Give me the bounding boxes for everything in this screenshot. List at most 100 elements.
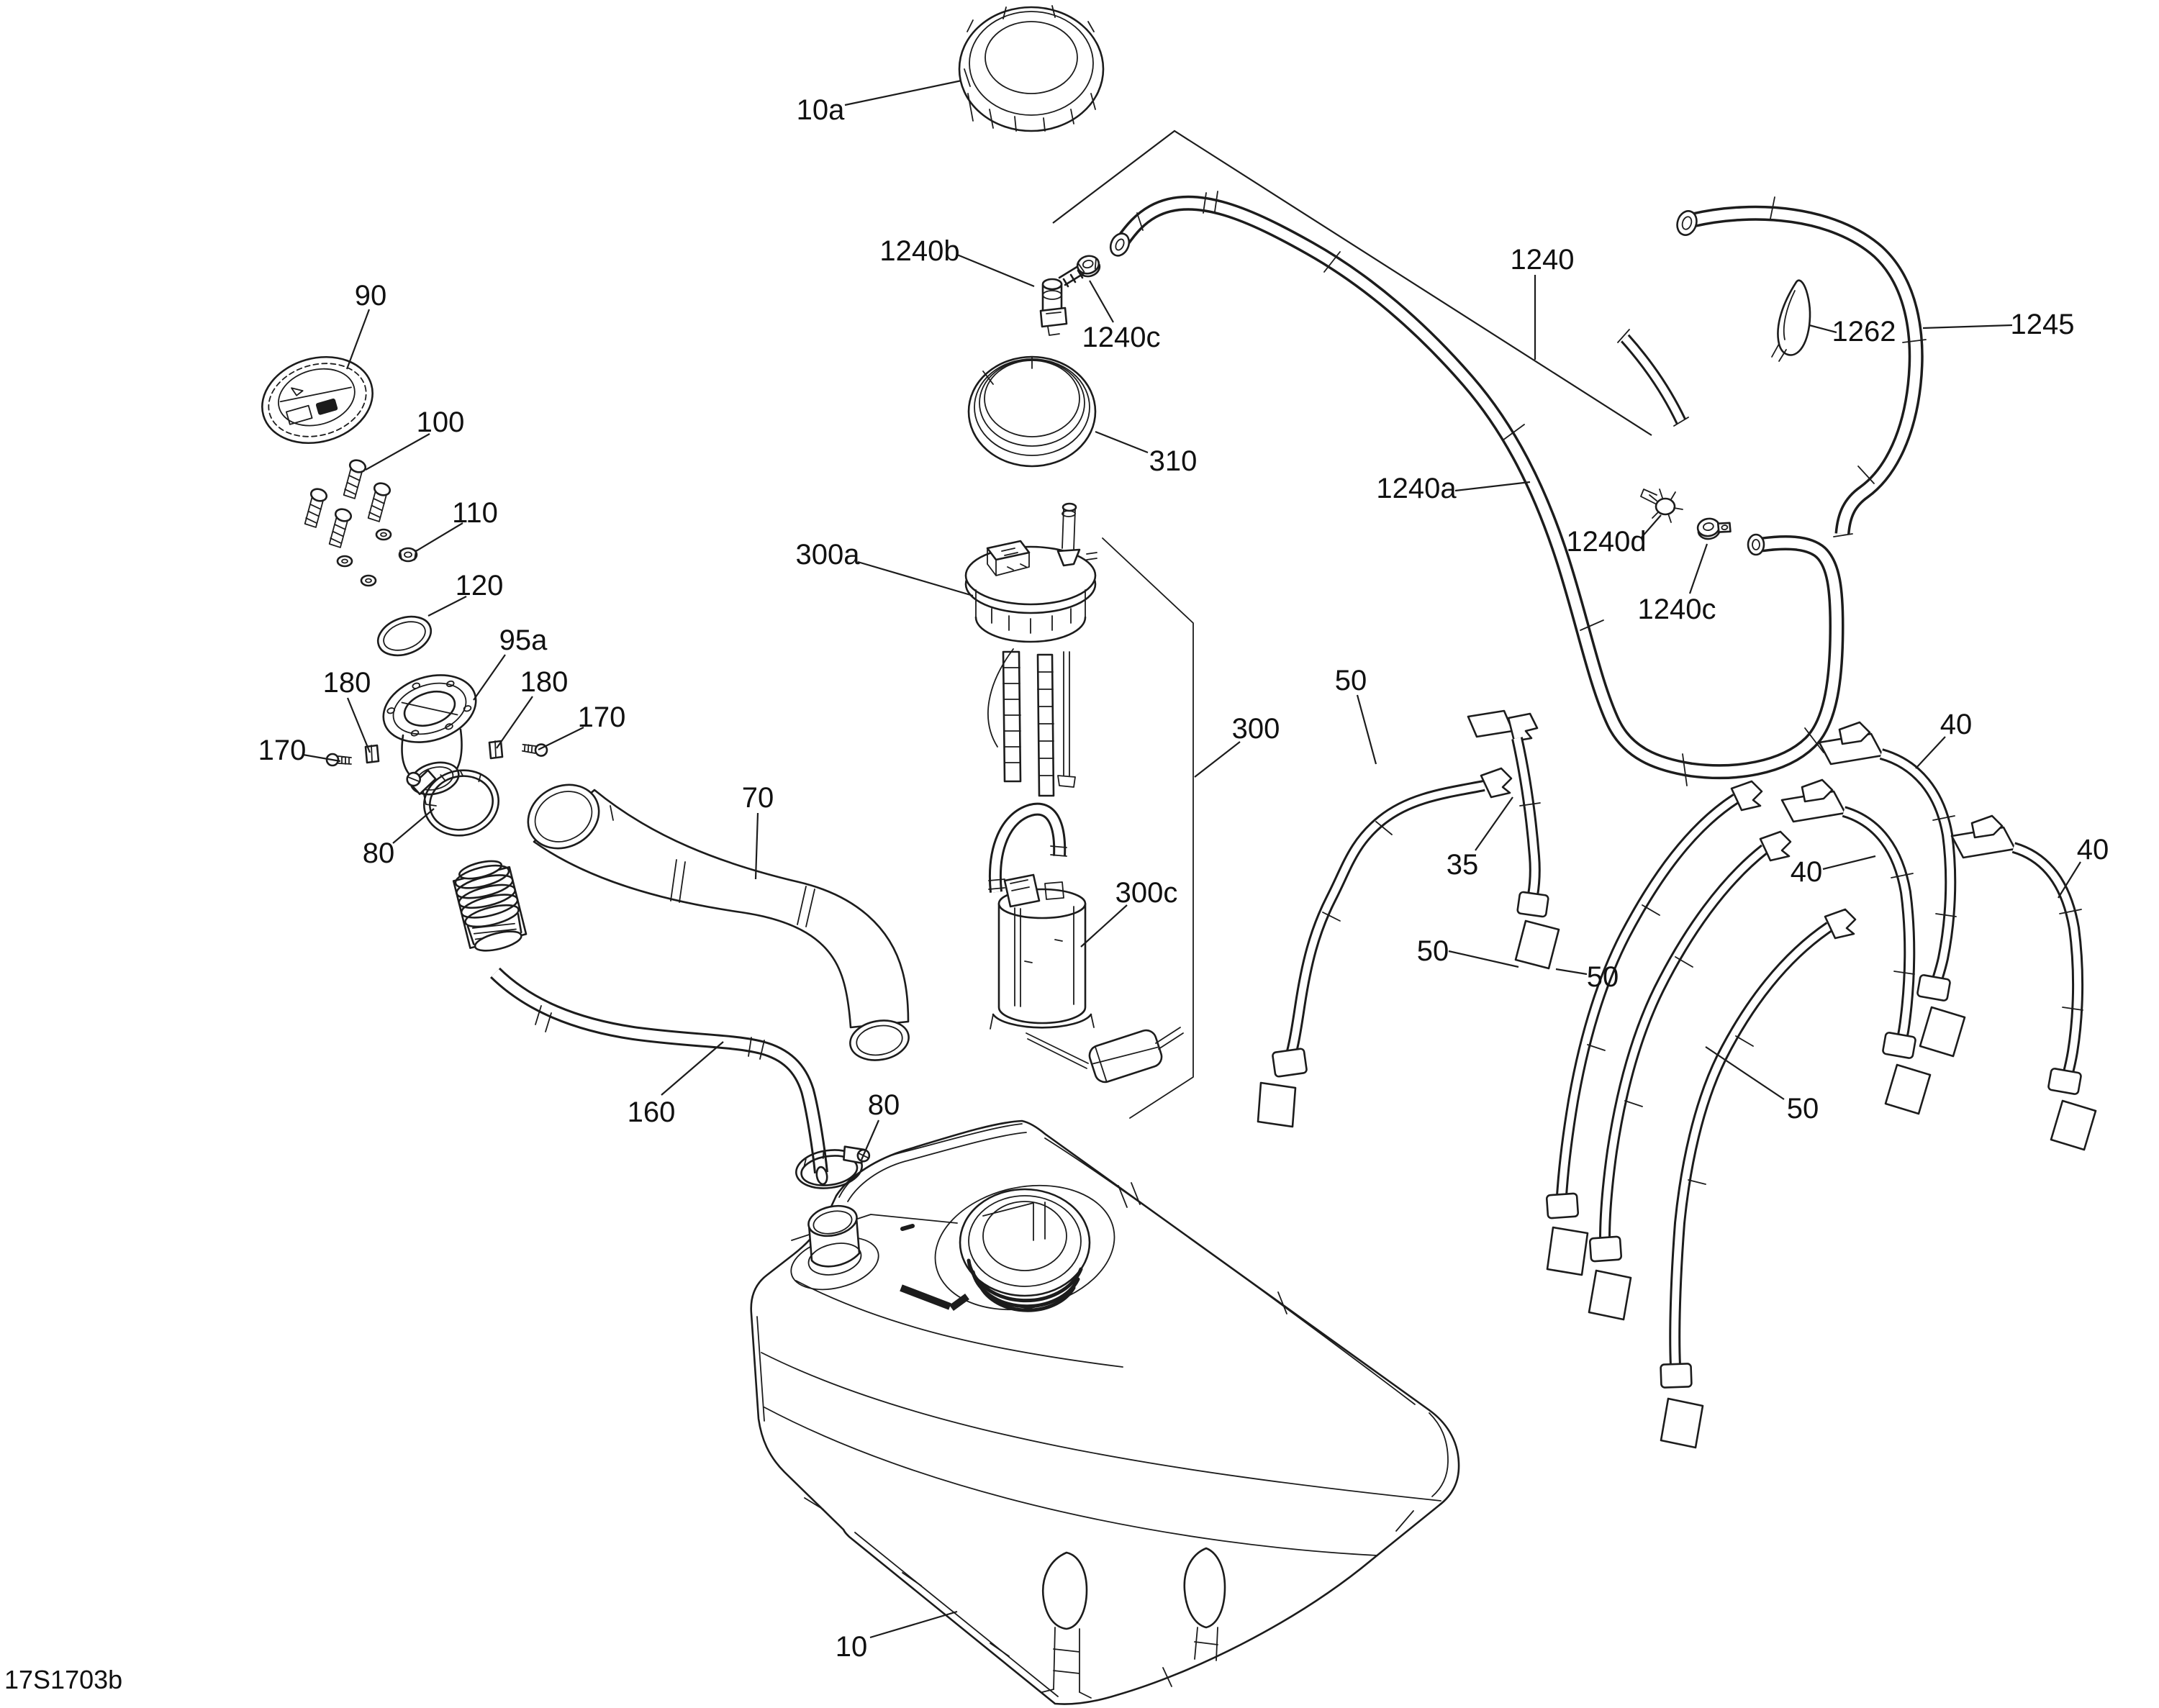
callout-leader [346,697,371,753]
callout-label-50: 50 [1417,935,1449,967]
callout-leader [1915,736,1946,769]
callout-label-100: 100 [417,406,465,438]
cap-gasket-drawing [376,615,433,657]
pump-top-plate-drawing [964,502,1097,643]
callout-label-1240c: 1240c [1082,322,1161,353]
callout-label-50: 50 [1335,665,1367,696]
callout-label-300a: 300a [796,539,861,571]
callout-label-95a: 95a [499,624,548,656]
callout-label-90: 90 [355,280,387,312]
pump-body-drawing [988,802,1184,1084]
callout-leader [661,1041,724,1096]
seal-ring-drawing [967,355,1097,468]
callout-leader [345,309,371,370]
fuel-cap-drawing [261,355,374,445]
callout-leader [1822,855,1876,871]
elbow-fitting-drawing [1039,265,1085,336]
hose-1245-drawing [1617,196,1927,537]
line-nut-bottom-drawing [1696,517,1732,540]
callout-label-170: 170 [578,701,626,733]
callout-label-1240a: 1240a [1376,473,1457,504]
line-nut-top-drawing [1076,255,1101,278]
callout-leader [1080,904,1128,948]
callout-leader [538,727,584,750]
filler-connector-drawing [452,860,528,952]
callout-label-80: 80 [363,837,395,869]
diagram-code: 17S1703b [4,1665,123,1694]
strap-50-mid-b-drawing [1588,830,1792,1321]
tank-strap-loop-right [1183,1547,1226,1661]
pump-bracket-line [1102,537,1194,1119]
strap-40-b-drawing [1780,778,1932,1115]
hose-clamp-upper-drawing [406,769,500,837]
fuel-line-drawing [1109,191,1845,786]
fuel-tank-drawing [750,1119,1460,1705]
callout-leader [869,1610,958,1639]
callout-label-80: 80 [868,1089,900,1121]
callout-label-160: 160 [628,1096,676,1128]
callout-label-180: 180 [520,666,569,698]
callout-leader [754,812,759,880]
flange-clips-drawing [364,740,504,764]
callout-label-10a: 10a [797,94,845,126]
callout-leader [956,253,1035,288]
tank-strap-loop-left [1041,1551,1092,1699]
callout-label-1245: 1245 [2011,309,2075,340]
callout-label-1240b: 1240b [879,235,959,267]
callout-leader [1448,950,1519,968]
flange-screws-drawing [325,743,548,767]
callout-label-50: 50 [1787,1093,1819,1125]
assembly-line-1240 [1052,130,1652,436]
callout-label-50: 50 [1587,961,1619,993]
vent-hose-drawing [490,967,828,1186]
strap-50-mid-a-drawing [1545,780,1763,1276]
tank-threaded-opening [959,1188,1091,1312]
strap-35-drawing [1467,709,1560,970]
callout-label-1240: 1240 [1511,244,1575,276]
callout-label-1240c: 1240c [1638,594,1716,625]
callout-leader [427,596,467,617]
callout-leader [365,433,430,471]
callout-leader [1922,324,2013,330]
callout-leader [392,808,435,844]
callout-leader [496,696,533,749]
callout-leader [1705,1046,1785,1100]
callout-label-300: 300 [1232,713,1280,745]
callout-label-310: 310 [1149,445,1198,477]
callout-leader [860,1119,880,1160]
callout-label-110: 110 [452,497,498,529]
line-clip-drawing [1640,489,1683,523]
callout-leader [1095,430,1149,454]
cable-tie-drawing [1771,279,1811,362]
strap-50-left-drawing [1257,767,1513,1128]
callout-label-120: 120 [456,570,504,601]
strap-50-right-drawing [1660,908,1857,1449]
pump-hanger-tubes-drawing [987,648,1076,797]
callout-label-40: 40 [2077,834,2109,866]
callout-label-180: 180 [323,667,371,699]
callout-leader [844,79,962,106]
callout-leader [2058,861,2081,899]
callout-leader [1688,543,1708,594]
callout-leader [857,560,974,597]
callout-label-40: 40 [1791,856,1823,888]
callout-label-40: 40 [1940,709,1973,740]
callout-label-35: 35 [1447,849,1479,881]
cap-screws-drawing [304,459,391,548]
callout-leader [1356,694,1377,765]
callout-label-10: 10 [836,1631,868,1663]
filler-flange-drawing [382,674,477,807]
callout-label-1262: 1262 [1832,316,1896,347]
callout-leader [1089,280,1114,323]
tank-neck [807,1204,862,1276]
callout-leader [1454,481,1531,492]
callout-leader [1555,968,1588,976]
callout-leader [1194,741,1241,778]
callout-leader [473,654,506,701]
cap-washers-and-nut-drawing [336,528,418,587]
callout-leader [302,753,341,763]
callout-label-70: 70 [742,782,774,814]
